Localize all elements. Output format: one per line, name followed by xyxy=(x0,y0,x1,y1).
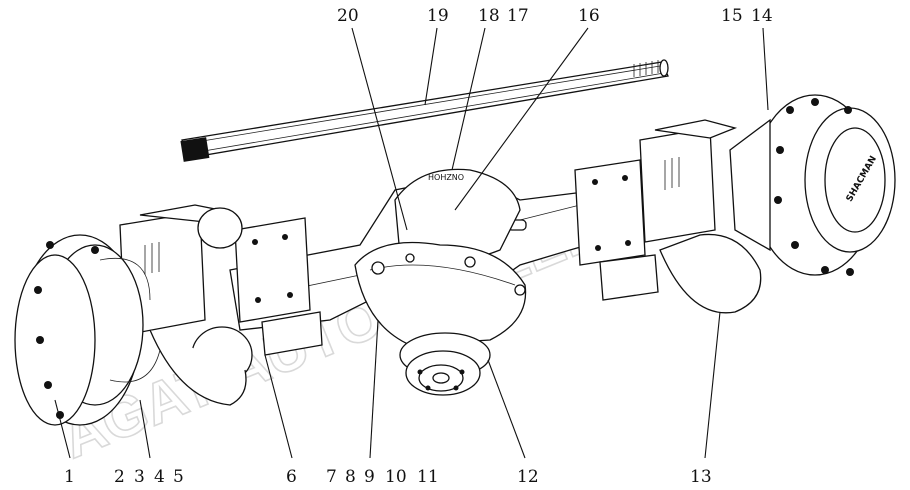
label-4: 4 xyxy=(154,467,165,487)
label-12: 12 xyxy=(517,467,539,487)
label-17: 17 xyxy=(507,6,529,26)
label-19: 19 xyxy=(427,6,449,26)
spring-seat-left xyxy=(234,217,323,356)
hub-right: SHACMAN xyxy=(729,94,896,276)
label-7: 7 xyxy=(326,467,337,487)
label-15: 15 xyxy=(721,6,743,26)
brake-chamber-right xyxy=(639,119,762,314)
label-10: 10 xyxy=(385,467,407,487)
pinion-flange xyxy=(399,332,491,396)
label-18: 18 xyxy=(478,6,500,26)
axle-shaft xyxy=(180,59,669,162)
leader-lines xyxy=(54,27,769,459)
label-5: 5 xyxy=(173,467,184,487)
label-3: 3 xyxy=(134,467,145,487)
housing-mark: HOHZNO xyxy=(428,173,464,182)
label-2: 2 xyxy=(114,467,125,487)
part-labels: 1 2 3 4 5 6 7 8 9 10 11 12 13 14 15 16 1… xyxy=(64,6,773,487)
label-6: 6 xyxy=(286,467,297,487)
spring-seat-right xyxy=(574,159,659,301)
label-20: 20 xyxy=(337,6,359,26)
label-16: 16 xyxy=(578,6,600,26)
hub-left xyxy=(14,234,161,426)
label-9: 9 xyxy=(364,467,375,487)
label-1: 1 xyxy=(64,467,75,487)
label-13: 13 xyxy=(690,467,712,487)
label-8: 8 xyxy=(345,467,356,487)
label-14: 14 xyxy=(751,6,773,26)
label-11: 11 xyxy=(417,467,439,487)
